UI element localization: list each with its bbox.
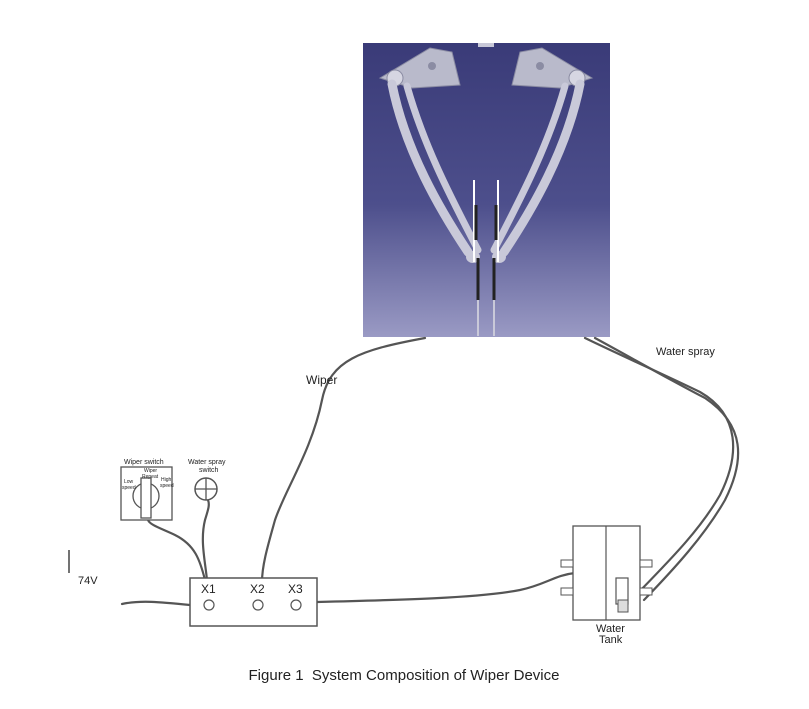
supply-cable	[120, 600, 192, 607]
voltage-label: 74V	[78, 575, 98, 587]
x1-to-switches-wire	[146, 518, 207, 582]
wiper-switch-low-label: Low	[124, 479, 134, 485]
water-tank-label-2: Tank	[599, 634, 623, 646]
terminal-x3-screw	[290, 599, 302, 611]
water-tank-label-1: Water	[596, 623, 625, 635]
terminal-x1-screw	[203, 599, 215, 611]
water-spray-label: Water spray	[656, 346, 715, 358]
water-spray-wire-b	[593, 336, 740, 602]
terminal-x1-label: X1	[201, 582, 216, 596]
right-wiper-mount	[511, 47, 594, 89]
terminal-box	[189, 577, 318, 627]
water-spray-switch-label-2: switch	[199, 467, 219, 474]
wiper-switch	[120, 466, 173, 521]
terminal-x2-label: X2	[250, 582, 265, 596]
wiper-render-panel	[363, 43, 610, 337]
wiper-switch-wiper-label: Wiper	[144, 468, 157, 474]
water-tank	[560, 525, 653, 621]
wiper-label: Wiper	[306, 373, 337, 387]
wiper-switch-repeat-label: Repeat	[142, 474, 159, 480]
right-wiper-arm	[490, 79, 585, 336]
terminal-x2-screw	[252, 599, 264, 611]
wiper-switch-label: Wiper switch	[124, 459, 164, 466]
x1-to-spray-switch-wire	[201, 498, 210, 582]
water-spray-switch	[194, 477, 218, 501]
left-wiper-arm	[387, 79, 482, 336]
figure-caption: Figure 1 System Composition of Wiper Dev…	[249, 667, 560, 684]
wiper-switch-high-label-2: speed	[160, 483, 174, 489]
wiper-wire	[260, 336, 427, 584]
wiper-switch-low-label-2: speed	[122, 485, 136, 491]
water-spray-switch-label-1: Water spray	[188, 459, 226, 466]
wiper-switch-high-label: High	[161, 477, 172, 483]
terminal-x3-label: X3	[288, 582, 303, 596]
